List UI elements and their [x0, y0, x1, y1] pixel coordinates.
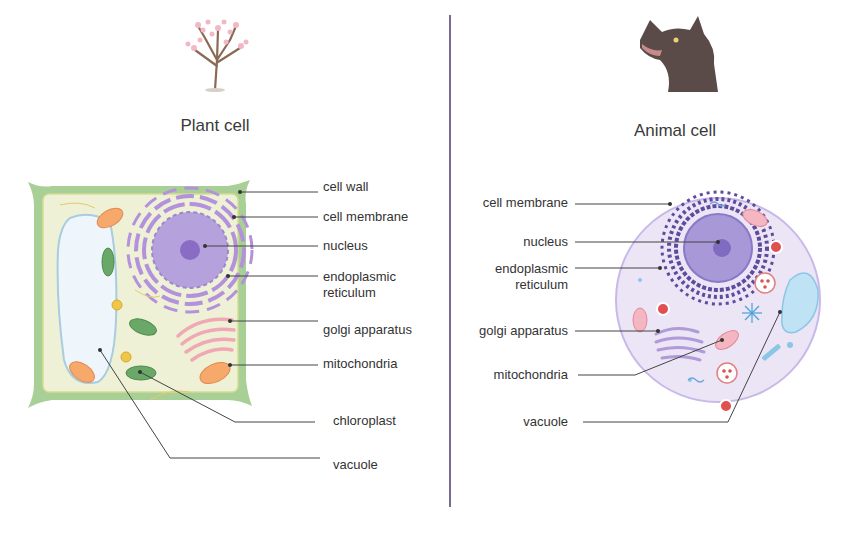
part-label: endoplasmic reticulum: [323, 269, 413, 301]
part-label: nucleus: [323, 238, 443, 254]
plant-cell: [28, 180, 252, 408]
animal-cell: [616, 192, 820, 412]
part-label: mitochondria: [323, 356, 443, 372]
divider-line: [449, 15, 451, 507]
part-label: vacuole: [458, 414, 568, 430]
part-label: nucleus: [458, 234, 568, 250]
part-label: mitochondria: [458, 367, 568, 383]
tree-icon: [186, 20, 249, 93]
leader-lines: [100, 192, 780, 458]
cat-icon: [640, 16, 718, 92]
leader-dots: [98, 190, 782, 374]
part-label: golgi apparatus: [448, 323, 568, 339]
part-label: cell membrane: [323, 209, 443, 225]
panel-heading: Plant cell: [145, 116, 285, 136]
part-label: vacuole: [333, 457, 453, 473]
part-label: cell wall: [323, 179, 443, 195]
part-label: chloroplast: [333, 413, 453, 429]
part-label: endoplasmic reticulum: [478, 261, 568, 293]
part-label: cell membrane: [458, 195, 568, 211]
part-label: golgi apparatus: [323, 322, 443, 338]
panel-heading: Animal cell: [605, 121, 745, 141]
